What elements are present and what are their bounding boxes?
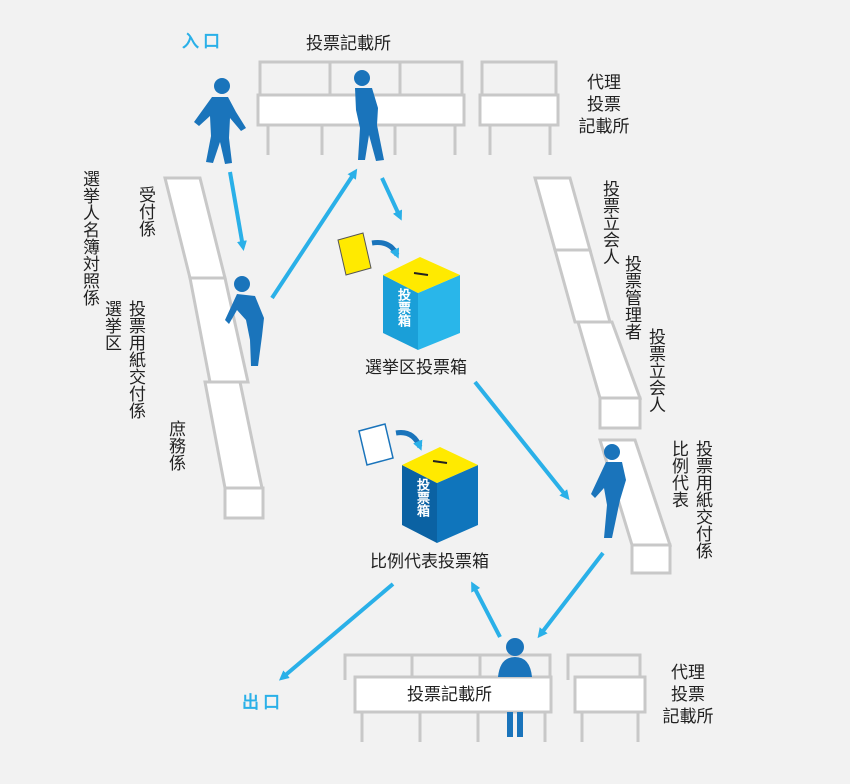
district-ballot-arrow-icon	[371, 240, 400, 259]
register-check-label: 選挙人名簿対照係	[79, 170, 99, 306]
witness-1-label: 投票立会人	[599, 180, 619, 265]
district-label: 選挙区	[101, 300, 121, 351]
district-ballot-issue-label: 投票用紙交付係	[125, 300, 145, 419]
pr-ballot-box	[402, 447, 478, 543]
top-proxy-booth-label: 代理 投票 記載所	[578, 73, 630, 137]
pr-ballot-paper	[358, 423, 394, 466]
pr-ballot-arrow-icon	[395, 430, 423, 451]
district-box-face-label: 投票箱	[395, 288, 410, 327]
general-affairs-label: 庶務係	[165, 420, 185, 471]
bottom-voting-booth	[343, 653, 553, 742]
flow-arrows	[228, 168, 605, 681]
bottom-booth-label: 投票記載所	[407, 685, 492, 705]
district-ballot-box	[383, 257, 460, 350]
bottom-proxy-booth-label: 代理 投票 記載所	[662, 663, 714, 727]
voter-at-booth-person-icon	[354, 70, 384, 161]
pr-ballot-issue-label: 投票用紙交付係	[692, 440, 712, 559]
entering-voter-person-icon	[194, 78, 246, 164]
bottom-proxy-booth	[566, 653, 647, 742]
voter-pr-issue-person-icon	[591, 444, 626, 538]
voter-at-reception-person-icon	[225, 276, 264, 366]
entrance-label: 入口	[182, 32, 224, 52]
exit-label: 出口	[242, 693, 284, 713]
voter-bottom-booth-person-icon	[498, 638, 532, 737]
pr-box-label: 比例代表投票箱	[370, 552, 489, 572]
pr-box-face-label: 投票箱	[414, 478, 429, 517]
manager-label: 投票管理者	[621, 255, 641, 340]
witness-2-label: 投票立会人	[645, 328, 665, 413]
top-proxy-booth	[478, 60, 560, 155]
left-tables	[163, 176, 265, 520]
reception-label: 受付係	[135, 186, 155, 237]
district-ballot-paper	[337, 232, 372, 276]
pr-label: 比例代表	[668, 440, 688, 508]
district-box-label: 選挙区投票箱	[365, 358, 467, 378]
top-booth-label: 投票記載所	[306, 34, 391, 54]
